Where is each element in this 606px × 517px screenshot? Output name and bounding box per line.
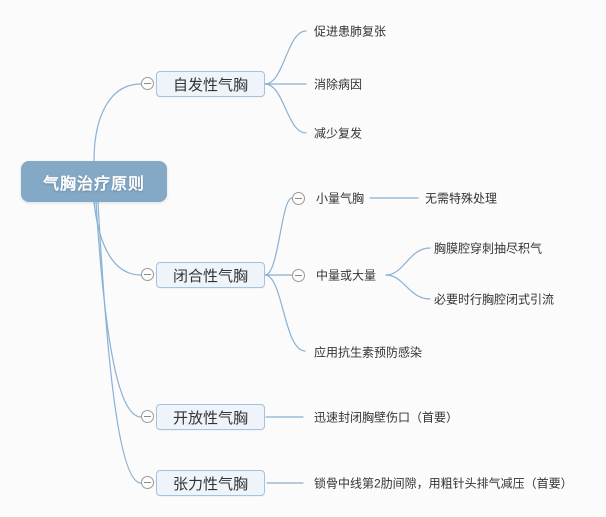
collapse-icon-open[interactable] bbox=[141, 410, 154, 423]
leaf-closed-chest-drainage[interactable]: 必要时行胸腔闭式引流 bbox=[434, 292, 555, 307]
wire-moderate-drainage bbox=[385, 274, 431, 300]
root-node-label: 气胸治疗原则 bbox=[42, 175, 145, 193]
minus-glyph bbox=[144, 416, 151, 417]
wire-root-open bbox=[95, 201, 142, 418]
minus-glyph bbox=[295, 275, 302, 276]
root-node[interactable]: 气胸治疗原则 bbox=[21, 161, 167, 202]
node-closed-pneumothorax[interactable]: 闭合性气胸 bbox=[156, 262, 265, 288]
node-small-pneumothorax[interactable]: 小量气胸 bbox=[316, 191, 365, 206]
collapse-icon-tension[interactable] bbox=[141, 476, 154, 489]
leaf-promote-lung-reexpansion[interactable]: 促进患肺复张 bbox=[314, 24, 387, 39]
leaf-no-special-treatment[interactable]: 无需特殊处理 bbox=[425, 191, 498, 206]
leaf-reduce-recurrence[interactable]: 减少复发 bbox=[314, 126, 363, 141]
leaf-antibiotics-prevent-infection[interactable]: 应用抗生素预防感染 bbox=[314, 345, 423, 360]
collapse-icon-moderate-or-large[interactable] bbox=[292, 269, 305, 282]
wire-spontaneous-3 bbox=[264, 83, 307, 134]
collapse-icon-closed[interactable] bbox=[141, 268, 154, 281]
leaf-remove-cause[interactable]: 消除病因 bbox=[314, 77, 363, 92]
wire-closed-small bbox=[264, 197, 293, 276]
wire-root-spontaneous bbox=[93, 83, 142, 162]
leaf-thoracentesis-aspiration[interactable]: 胸膜腔穿刺抽尽积气 bbox=[434, 241, 543, 256]
leaf-seal-chest-wound[interactable]: 迅速封闭胸壁伤口（首要） bbox=[314, 410, 459, 425]
leaf-needle-decompression[interactable]: 锁骨中线第2肋间隙，用粗针头排气减压（首要） bbox=[314, 476, 573, 491]
wire-root-closed bbox=[93, 201, 142, 276]
node-tension-pneumothorax[interactable]: 张力性气胸 bbox=[156, 470, 265, 496]
minus-glyph bbox=[144, 83, 151, 84]
wire-moderate-aspiration bbox=[385, 247, 431, 276]
minus-glyph bbox=[144, 482, 151, 483]
node-moderate-or-large[interactable]: 中量或大量 bbox=[316, 268, 377, 283]
node-open-pneumothorax[interactable]: 开放性气胸 bbox=[156, 404, 265, 430]
node-label: 自发性气胸 bbox=[172, 76, 248, 94]
wire-spontaneous-1 bbox=[264, 30, 307, 85]
minus-glyph bbox=[295, 198, 302, 199]
collapse-icon-small-pneumothorax[interactable] bbox=[292, 192, 305, 205]
node-spontaneous-pneumothorax[interactable]: 自发性气胸 bbox=[156, 71, 265, 97]
minus-glyph bbox=[144, 274, 151, 275]
node-label: 闭合性气胸 bbox=[172, 267, 248, 285]
wire-closed-antibiotics bbox=[264, 274, 306, 352]
collapse-icon-spontaneous[interactable] bbox=[141, 77, 154, 90]
node-label: 张力性气胸 bbox=[172, 475, 248, 493]
node-label: 开放性气胸 bbox=[172, 409, 248, 427]
wire-root-tension bbox=[97, 201, 142, 484]
